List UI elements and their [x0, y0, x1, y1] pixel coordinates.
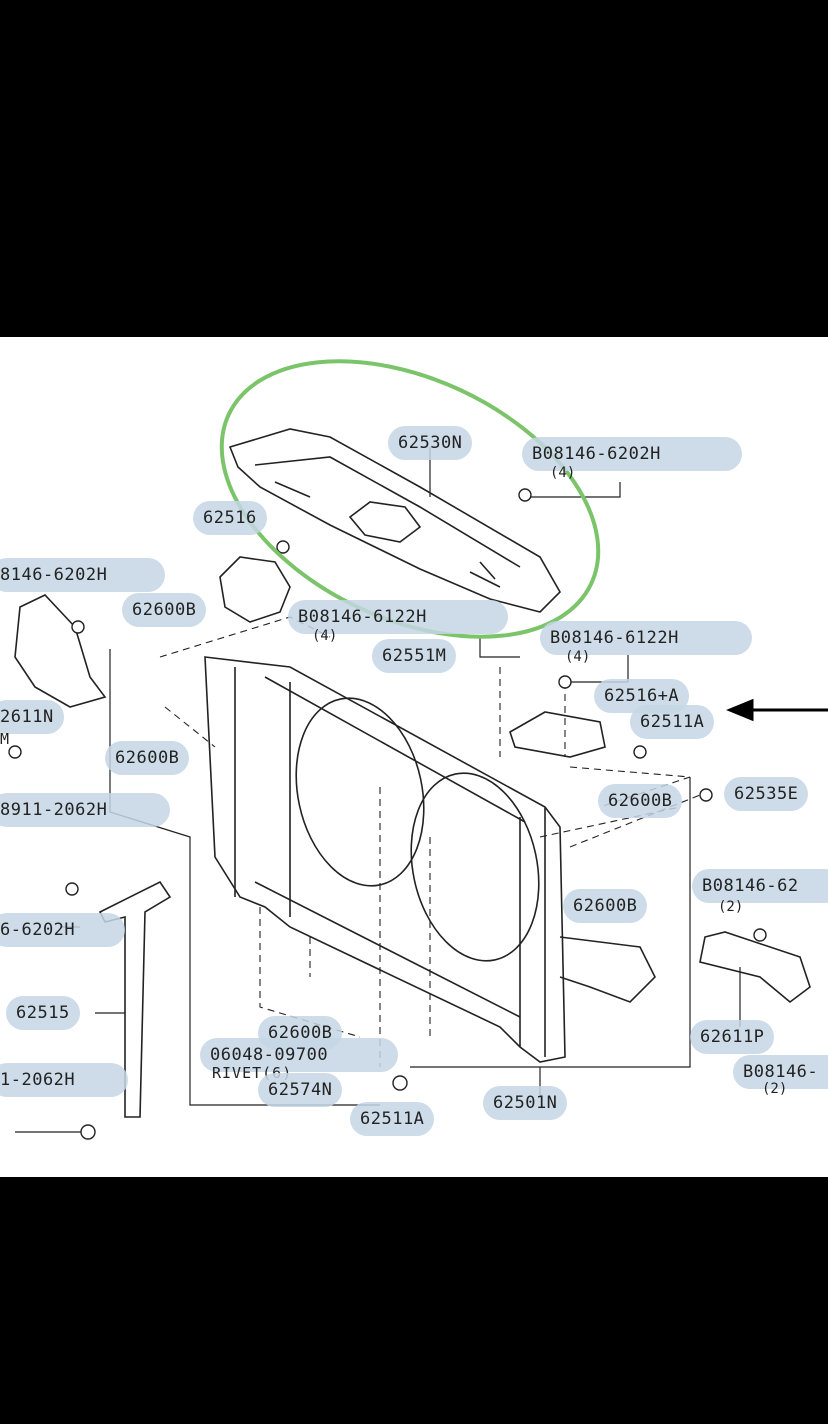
label-08146-d: B08146-	[733, 1055, 828, 1089]
label-62516: 62516	[193, 501, 267, 535]
label-m: M	[0, 730, 11, 748]
bracket-62516	[219, 556, 291, 623]
bottom-black-bar	[0, 1177, 828, 1424]
label-62515: 62515	[6, 996, 80, 1030]
label-62551M: 62551M	[372, 639, 457, 673]
label-08911-2062H-a: 8911-2062H	[0, 793, 170, 827]
top-black-bar	[0, 0, 828, 337]
bolts	[8, 488, 767, 1140]
bracket-62516A	[509, 711, 606, 758]
bracket-62611P	[699, 931, 811, 1004]
label-62600B-b: 62600B	[105, 741, 190, 775]
label-62600B-a: 62600B	[122, 593, 207, 627]
qty-label: (4)	[565, 649, 591, 665]
label-08146-6202H-left: 8146-6202H	[0, 558, 165, 592]
label-08146-62-c: B08146-62	[692, 869, 828, 903]
label-62530N: 62530N	[388, 426, 473, 460]
label-08911-2062H-b: 1-2062H	[0, 1063, 128, 1097]
label-62511A-b: 62511A	[350, 1102, 435, 1136]
qty-label: (2)	[718, 899, 744, 915]
label-62511A-a: 62511A	[630, 705, 715, 739]
label-62611N: 2611N	[0, 700, 64, 734]
label-62574N: 62574N	[258, 1073, 343, 1107]
label-62501N: 62501N	[483, 1086, 568, 1120]
qty-label: (4)	[550, 465, 576, 481]
qty-label: (4)	[312, 628, 338, 644]
main-frame-part	[204, 656, 566, 1063]
label-62611P: 62611P	[690, 1020, 775, 1054]
arrow	[726, 698, 828, 722]
parts-diagram: 62530N B08146-6202H (4) 62516 8146-6202H…	[0, 337, 828, 1177]
label-62535E: 62535E	[724, 777, 809, 811]
label-08146-6202H-top: B08146-6202H	[522, 437, 742, 471]
label-62600B-d: 62600B	[563, 889, 648, 923]
label-08146-6122H-a: B08146-6122H	[288, 600, 508, 634]
label-62600B-c: 62600B	[598, 784, 683, 818]
upper-support-part	[228, 428, 561, 613]
label-08146-6122H-b: B08146-6122H	[540, 621, 752, 655]
qty-label: (2)	[762, 1081, 788, 1097]
label-08146-6202H-b: 6-6202H	[0, 913, 125, 947]
bracket-62611N	[14, 594, 107, 708]
label-06048-09700: 06048-09700	[200, 1038, 398, 1072]
